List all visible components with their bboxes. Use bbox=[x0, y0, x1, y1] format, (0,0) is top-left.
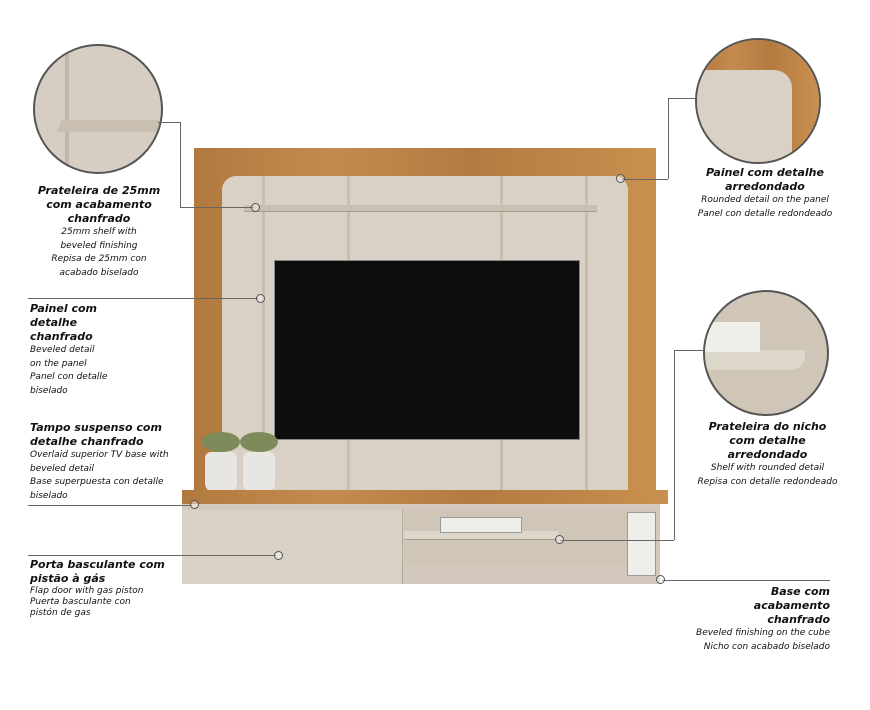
callout-niche-shelf: Prateleira do nicho com detalhe arredond… bbox=[685, 420, 850, 489]
detail-circle-shelf bbox=[33, 44, 163, 174]
callout-dot bbox=[256, 294, 265, 303]
callout-shelf: Prateleira de 25mm com acabamento chanfr… bbox=[24, 184, 174, 280]
books bbox=[440, 517, 522, 533]
callout-dot bbox=[656, 575, 665, 584]
callout-es: Panel con detalle biselado bbox=[30, 372, 108, 396]
panel-groove bbox=[262, 176, 265, 493]
callout-en: Flap door with gas piston bbox=[30, 586, 144, 596]
niche-shelf bbox=[404, 531, 558, 540]
callout-dot bbox=[555, 535, 564, 544]
callout-title: Porta basculante com pistão à gás bbox=[30, 558, 165, 585]
callout-en: Beveled finishing on the cube bbox=[696, 628, 830, 638]
flap-door[interactable] bbox=[182, 510, 403, 584]
callout-es: Repisa de 25mm con acabado biselado bbox=[51, 254, 147, 278]
callout-dot bbox=[616, 174, 625, 183]
callout-title: Painel com detalhe arredondado bbox=[706, 166, 824, 193]
callout-title: Painel com detalhe chanfrado bbox=[30, 302, 97, 343]
callout-top: Tampo suspenso com detalhe chanfrado Ove… bbox=[30, 421, 170, 503]
callout-en: Overlaid superior TV base with beveled d… bbox=[30, 450, 169, 474]
callout-title: Base com acabamento chanfrado bbox=[753, 585, 830, 626]
callout-dot bbox=[274, 551, 283, 560]
top-counter bbox=[182, 490, 668, 504]
callout-es: Nicho con acabado biselado bbox=[703, 641, 830, 652]
callout-panel-rounded: Painel com detalhe arredondado Rounded d… bbox=[680, 166, 850, 221]
callout-title: Tampo suspenso com detalhe chanfrado bbox=[30, 421, 162, 448]
callout-dot bbox=[251, 203, 260, 212]
wall-shelf bbox=[244, 205, 597, 212]
callout-es: Base superpuesta con detalle biselado bbox=[30, 477, 164, 501]
detail-circle-rounded-panel bbox=[695, 38, 821, 164]
books bbox=[627, 512, 656, 576]
plant bbox=[240, 432, 278, 452]
callout-es: Panel con detalle redondeado bbox=[697, 208, 833, 219]
callout-es: Puerta basculante con pistón de gas bbox=[30, 597, 131, 618]
detail-circle-niche-shelf bbox=[703, 290, 829, 416]
callout-es: Repisa con detalle redondeado bbox=[697, 476, 838, 487]
plant bbox=[202, 432, 240, 452]
callout-panel-beveled: Painel com detalhe chanfrado Beveled det… bbox=[30, 302, 140, 398]
callout-door: Porta basculante com pistão à gás Flap d… bbox=[30, 558, 170, 619]
callout-dot bbox=[190, 500, 199, 509]
panel-groove bbox=[585, 176, 588, 493]
callout-en: Beveled detail on the panel bbox=[30, 345, 95, 369]
callout-base: Base com acabamento chanfrado Beveled fi… bbox=[670, 585, 830, 654]
vase-plant bbox=[205, 452, 237, 493]
vase-plant bbox=[243, 452, 275, 493]
callout-title: Prateleira de 25mm com acabamento chanfr… bbox=[37, 184, 161, 225]
callout-en: 25mm shelf with beveled finishing bbox=[60, 227, 138, 251]
callout-title: Prateleira do nicho com detalhe arredond… bbox=[708, 420, 827, 461]
callout-en: Shelf with rounded detail bbox=[710, 463, 825, 473]
tv bbox=[274, 260, 580, 440]
callout-en: Rounded detail on the panel bbox=[701, 195, 829, 205]
